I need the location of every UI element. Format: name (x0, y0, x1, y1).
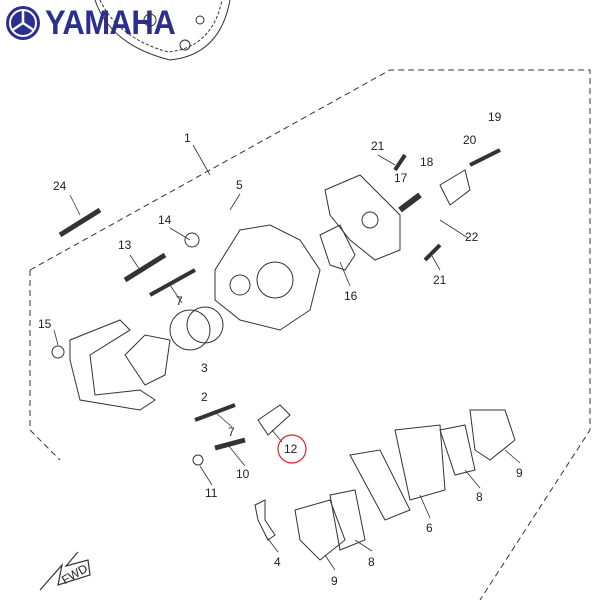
callout-4[interactable]: 4 (274, 555, 281, 569)
callout-21[interactable]: 21 (371, 139, 385, 153)
callout-11[interactable]: 11 (205, 486, 218, 500)
callout-7b[interactable]: 7 (228, 425, 235, 439)
callout-6[interactable]: 6 (426, 521, 433, 535)
sleeve-12 (257, 404, 291, 436)
callout-3[interactable]: 3 (201, 361, 208, 375)
highlight-circle (277, 434, 307, 464)
bolt-24 (58, 207, 102, 238)
piston (124, 334, 171, 386)
callout-13[interactable]: 13 (118, 238, 132, 252)
callout-9b[interactable]: 9 (331, 574, 338, 588)
callout-24[interactable]: 24 (53, 179, 67, 193)
yamaha-tuning-fork-icon (6, 6, 40, 40)
callout-8[interactable]: 8 (476, 490, 483, 504)
forward-arrow-icon (39, 551, 91, 591)
callout-5[interactable]: 5 (236, 178, 243, 192)
caliper-body (214, 224, 321, 331)
brand-name: YAMAHA (45, 3, 176, 42)
callout-17[interactable]: 17 (394, 171, 408, 185)
callout-16[interactable]: 16 (344, 289, 358, 303)
callout-19[interactable]: 19 (488, 110, 502, 124)
assembly-boundary (29, 69, 591, 600)
callout-18[interactable]: 18 (420, 155, 434, 169)
callout-14[interactable]: 14 (158, 213, 172, 227)
brake-pad-6 (394, 424, 446, 501)
yamaha-logo: YAMAHA (4, 3, 176, 42)
callout-8b[interactable]: 8 (368, 555, 375, 569)
callout-22[interactable]: 22 (465, 230, 479, 244)
callout-12[interactable]: 12 (284, 442, 298, 456)
callout-9[interactable]: 9 (516, 466, 523, 480)
callout-10[interactable]: 10 (236, 467, 250, 481)
brake-pad-9 (294, 499, 346, 561)
brake-pad-9b (469, 409, 516, 461)
callout-21b[interactable]: 21 (433, 273, 447, 287)
callout-2[interactable]: 2 (201, 390, 208, 404)
fwd-label: FWD (59, 561, 90, 587)
callout-15[interactable]: 15 (38, 317, 52, 331)
caliper-bracket (324, 174, 401, 261)
callout-1[interactable]: 1 (184, 131, 191, 145)
support-bracket (69, 319, 156, 411)
pad-spring-4 (254, 499, 276, 541)
callout-20[interactable]: 20 (463, 133, 477, 147)
callouts: 1 2 3 4 5 6 7 7 8 8 9 9 10 11 12 13 14 1… (38, 110, 523, 588)
brake-disc (94, 0, 231, 61)
callout-7[interactable]: 7 (176, 294, 183, 308)
